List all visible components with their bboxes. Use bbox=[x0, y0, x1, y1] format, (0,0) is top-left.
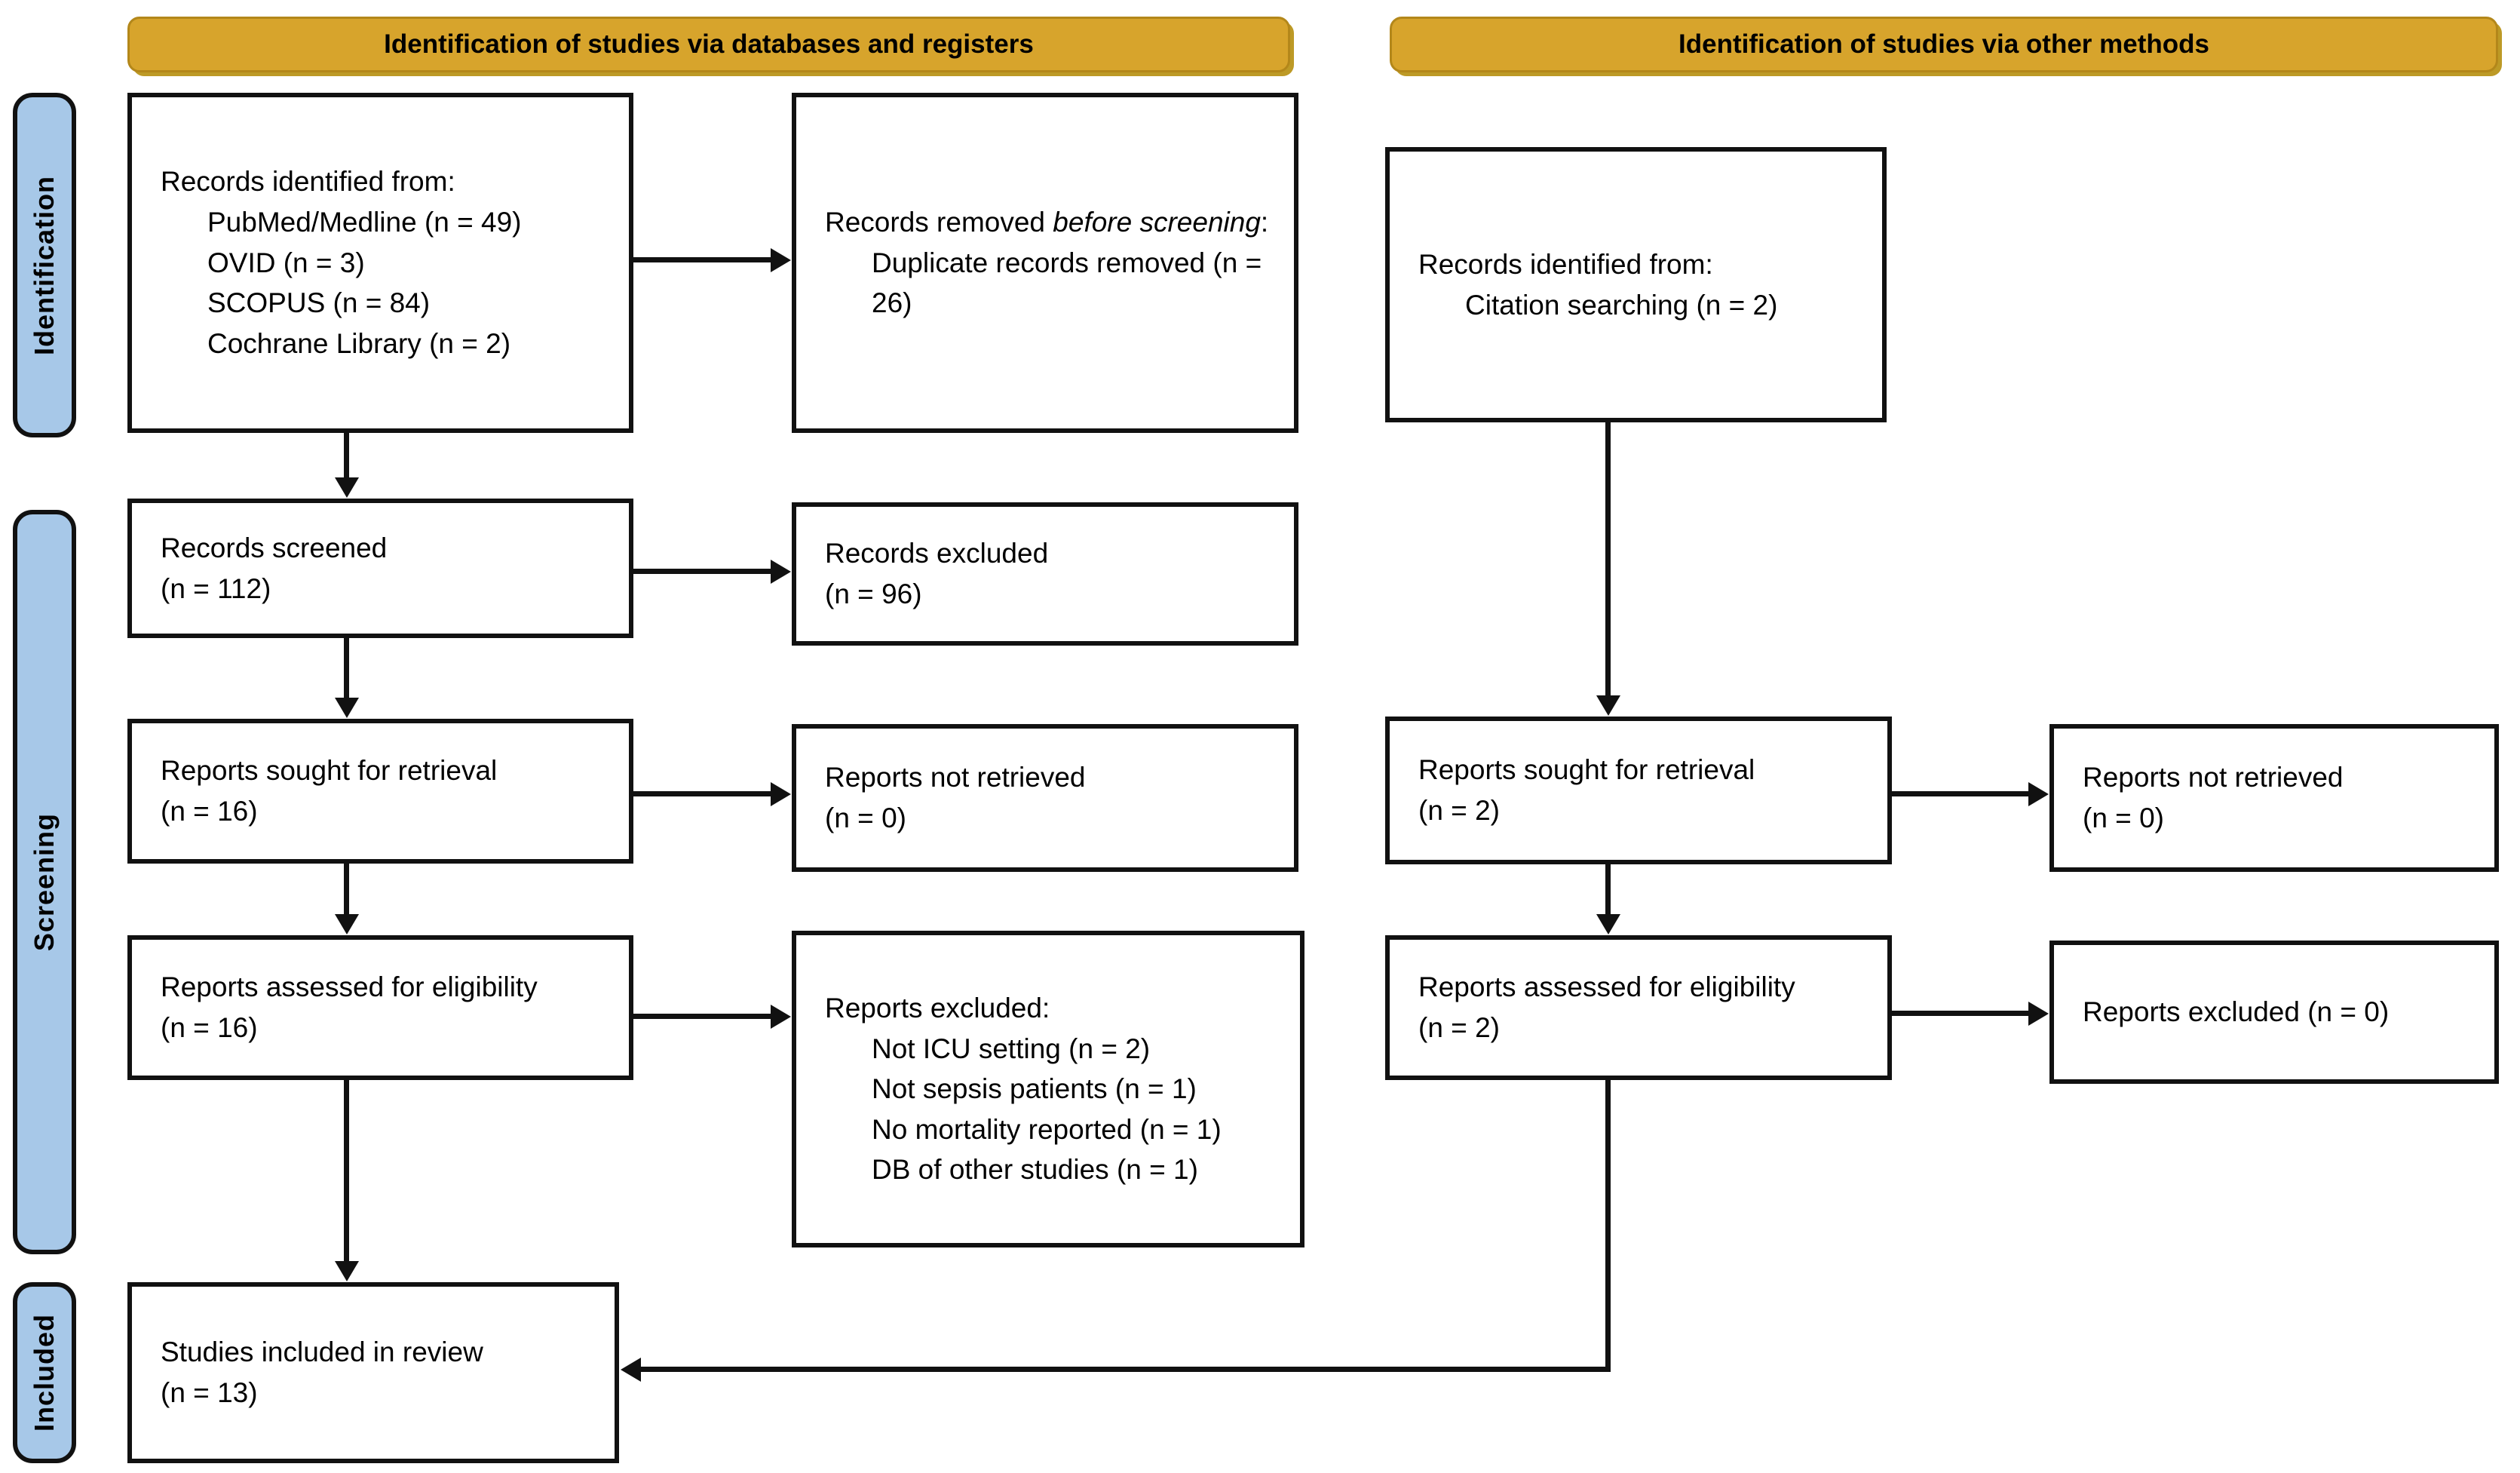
records-screened-line2: (n = 112) bbox=[161, 572, 271, 604]
reports-assessed-db-line1: Reports assessed for eligibility bbox=[161, 971, 538, 1003]
banner-other-methods: Identification of studies via other meth… bbox=[1390, 17, 2498, 72]
records-excluded-line2: (n = 96) bbox=[825, 578, 922, 609]
stage-included: Included bbox=[13, 1282, 76, 1463]
reports-excluded-reason: Not sepsis patients (n = 1) bbox=[872, 1073, 1197, 1105]
reports-assessed-db-line2: (n = 16) bbox=[161, 1012, 258, 1043]
records-identified-item: SCOPUS (n = 84) bbox=[207, 287, 431, 319]
box-records-identified: Records identified from: PubMed/Medline … bbox=[127, 93, 633, 433]
records-screened-line1: Records screened bbox=[161, 532, 388, 563]
reports-not-retrieved-db-line1: Reports not retrieved bbox=[825, 762, 1086, 793]
box-studies-included: Studies included in review (n = 13) bbox=[127, 1282, 619, 1463]
box-reports-sought-db: Reports sought for retrieval (n = 16) bbox=[127, 719, 633, 864]
records-removed-suffix: : bbox=[1260, 207, 1269, 238]
studies-included-line2: (n = 13) bbox=[161, 1377, 258, 1408]
records-identified-item: OVID (n = 3) bbox=[207, 247, 365, 278]
records-removed-title: Records removed before screening: bbox=[825, 202, 1280, 243]
records-identified-item: PubMed/Medline (n = 49) bbox=[207, 207, 522, 238]
box-records-removed: Records removed before screening: Duplic… bbox=[792, 93, 1298, 433]
records-excluded-line1: Records excluded bbox=[825, 538, 1049, 569]
reports-excluded-reason: DB of other studies (n = 1) bbox=[872, 1154, 1198, 1186]
citation-identified-title: Records identified from: bbox=[1418, 248, 1713, 280]
studies-included-line1: Studies included in review bbox=[161, 1336, 483, 1368]
records-removed-item: Duplicate records removed (n = 26) bbox=[872, 247, 1262, 319]
box-citation-identified: Records identified from: Citation search… bbox=[1385, 147, 1887, 422]
stage-screening: Screening bbox=[13, 510, 76, 1254]
box-reports-sought-other: Reports sought for retrieval (n = 2) bbox=[1385, 717, 1892, 864]
reports-assessed-other-line2: (n = 2) bbox=[1418, 1012, 1500, 1043]
banner-other-label: Identification of studies via other meth… bbox=[1678, 29, 2209, 59]
box-reports-excluded-other: Reports excluded (n = 0) bbox=[2049, 941, 2499, 1084]
reports-not-retrieved-other-line2: (n = 0) bbox=[2083, 802, 2164, 833]
banner-databases-label: Identification of studies via databases … bbox=[384, 29, 1034, 59]
box-records-excluded: Records excluded (n = 96) bbox=[792, 502, 1298, 646]
box-reports-not-retrieved-other: Reports not retrieved (n = 0) bbox=[2049, 724, 2499, 872]
reports-sought-db-line1: Reports sought for retrieval bbox=[161, 755, 498, 787]
box-records-screened: Records screened (n = 112) bbox=[127, 499, 633, 638]
records-identified-item: Cochrane Library (n = 2) bbox=[207, 327, 511, 359]
banner-databases-registers: Identification of studies via databases … bbox=[127, 17, 1290, 72]
reports-sought-other-line2: (n = 2) bbox=[1418, 795, 1500, 826]
stage-identification-label: Identification bbox=[29, 175, 60, 355]
reports-excluded-reason: Not ICU setting (n = 2) bbox=[872, 1033, 1151, 1064]
stage-included-label: Included bbox=[29, 1313, 60, 1432]
reports-excluded-reason: No mortality reported (n = 1) bbox=[872, 1113, 1222, 1145]
stage-screening-label: Screening bbox=[29, 812, 60, 952]
box-reports-excluded-reasons: Reports excluded: Not ICU setting (n = 2… bbox=[792, 931, 1304, 1247]
box-reports-assessed-db: Reports assessed for eligibility (n = 16… bbox=[127, 935, 633, 1080]
reports-sought-db-line2: (n = 16) bbox=[161, 796, 258, 827]
records-identified-title: Records identified from: bbox=[161, 166, 455, 198]
records-removed-prefix: Records removed bbox=[825, 207, 1053, 238]
citation-identified-item: Citation searching (n = 2) bbox=[1465, 289, 1778, 321]
reports-sought-other-line1: Reports sought for retrieval bbox=[1418, 754, 1755, 786]
reports-excluded-other-line1: Reports excluded (n = 0) bbox=[2083, 996, 2390, 1028]
reports-excluded-reasons-title: Reports excluded: bbox=[825, 992, 1050, 1023]
reports-not-retrieved-other-line1: Reports not retrieved bbox=[2083, 762, 2344, 793]
stage-identification: Identification bbox=[13, 93, 76, 437]
records-removed-italic: before screening bbox=[1053, 207, 1261, 238]
box-reports-not-retrieved-db: Reports not retrieved (n = 0) bbox=[792, 724, 1298, 872]
box-reports-assessed-other: Reports assessed for eligibility (n = 2) bbox=[1385, 935, 1892, 1080]
reports-not-retrieved-db-line2: (n = 0) bbox=[825, 802, 906, 833]
reports-assessed-other-line1: Reports assessed for eligibility bbox=[1418, 971, 1795, 1003]
